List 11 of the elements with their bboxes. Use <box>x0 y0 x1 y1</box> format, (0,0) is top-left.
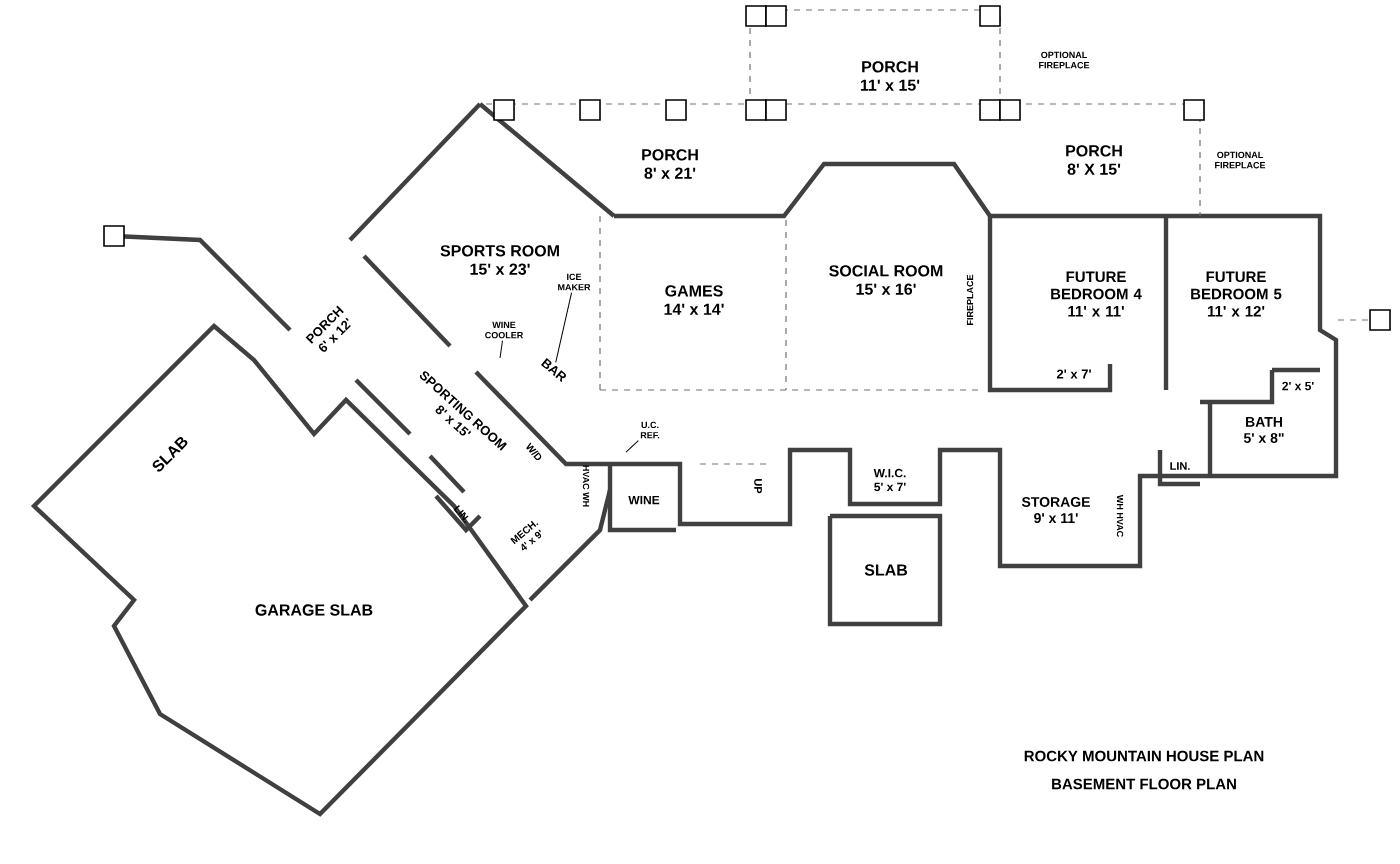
room-label: SOCIAL ROOM 15' x 16' <box>829 265 943 295</box>
room-label: PORCH 11' x 15' <box>860 61 920 91</box>
room-label: GARAGE SLAB <box>255 604 373 616</box>
leader-line <box>555 292 573 363</box>
room-label: SLAB <box>864 564 908 576</box>
room-label: PORCH 8' x 21' <box>642 149 698 179</box>
leader-line <box>499 340 503 359</box>
room-label: PORCH 8' X 15' <box>1066 145 1122 175</box>
leader-line <box>625 440 639 453</box>
room-label: GAMES 14' x 14' <box>664 285 724 315</box>
room-label: SPORTS ROOM 15' x 23' <box>440 245 559 275</box>
